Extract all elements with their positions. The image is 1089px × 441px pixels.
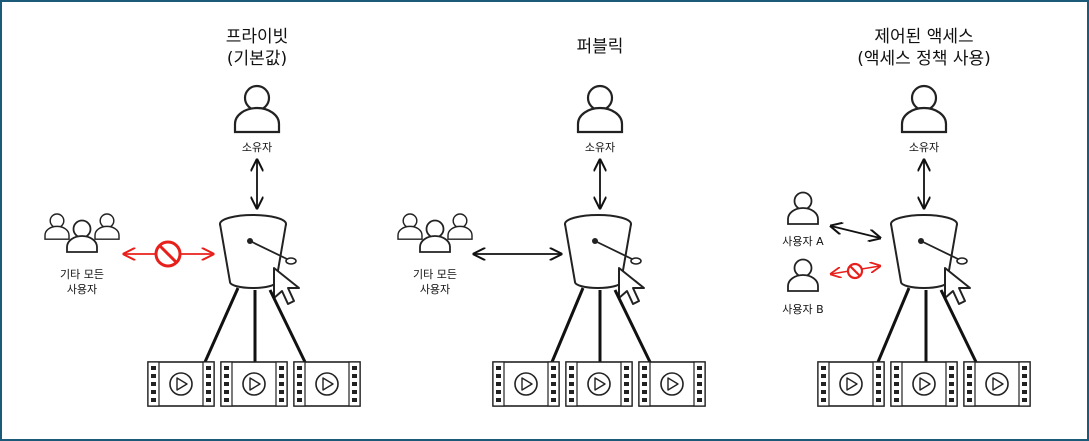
panel-title: 퍼블릭 [577, 37, 624, 57]
owner-label: 소유자 [585, 141, 615, 154]
panel-title: 프라이빗 [226, 27, 289, 47]
video-file-icon [963, 361, 1031, 407]
bucket-object-lines [203, 287, 307, 363]
user-a-label: 사용자 A [782, 235, 824, 248]
video-file-icon [890, 361, 958, 407]
video-file-icon [147, 361, 215, 407]
users-group-icon [398, 214, 472, 252]
panel-title: 제어된 액세스 [874, 27, 973, 47]
panel-subtitle: (액세스 정책 사용) [857, 49, 991, 69]
panel-public: 퍼블릭 소유자 기타 모든 사용자 [398, 37, 706, 407]
cursor-icon [273, 267, 300, 305]
cursor-icon [618, 267, 645, 305]
owner-user-icon [576, 84, 624, 134]
user-a-icon [787, 191, 819, 225]
video-file-icon [492, 361, 560, 407]
others-label-line1: 기타 모든 [60, 268, 104, 281]
owner-label: 소유자 [242, 141, 272, 154]
user-b-label: 사용자 B [782, 303, 823, 316]
user-b-icon [787, 258, 819, 292]
video-file-icon [638, 361, 706, 407]
others-label-line2: 사용자 [67, 283, 97, 296]
users-group-icon [45, 214, 119, 252]
panel-subtitle: (기본값) [227, 49, 287, 69]
others-label-line1: 기타 모든 [413, 268, 457, 281]
video-file-icon [220, 361, 288, 407]
video-file-icon [565, 361, 633, 407]
bucket-object-lines [876, 287, 978, 363]
video-file-icon [817, 361, 885, 407]
others-label-line2: 사용자 [420, 283, 450, 296]
video-file-icon [293, 361, 361, 407]
no-entry-icon [154, 240, 182, 268]
bucket-object-lines [550, 287, 652, 363]
owner-user-icon [233, 84, 281, 134]
owner-user-icon [900, 84, 948, 134]
panel-private: 프라이빗 (기본값) 소유자 기타 모든 사용자 [45, 27, 361, 407]
no-entry-icon [846, 262, 864, 280]
user-a-access-arrow [831, 226, 880, 238]
cursor-icon [944, 267, 971, 305]
owner-label: 소유자 [909, 141, 939, 154]
panel-controlled: 제어된 액세스 (액세스 정책 사용) 소유자 사용자 A 사용자 B [782, 27, 1031, 407]
